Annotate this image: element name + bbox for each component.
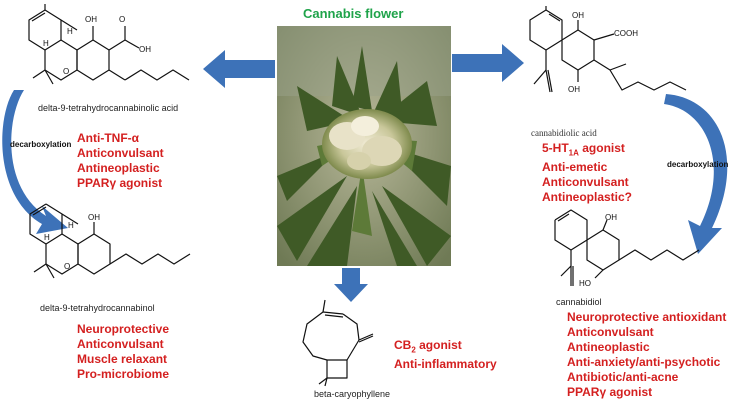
thc-effects: Neuroprotective Anticonvulsant Muscle re… <box>77 322 169 382</box>
decarboxylation-label-left: decarboxylation <box>10 140 72 149</box>
thc-structure: OH O H H <box>29 203 191 279</box>
thc-ring-o-label: O <box>64 262 70 271</box>
thca-h2-label: H <box>67 27 73 36</box>
cbda-structure: OH COOH OH <box>529 6 687 94</box>
cbda-name: cannabidiolic acid <box>531 128 597 138</box>
cbd-effects: Neuroprotective antioxidant Anticonvulsa… <box>567 310 726 400</box>
cbda-oh-label: OH <box>572 11 584 20</box>
curved-arrow-left-icon <box>2 90 69 234</box>
cbda-effect-1: 5-HT1A agonist <box>542 141 625 158</box>
cbda-cooh-label: COOH <box>614 29 638 38</box>
cbd-effect-3: Antineoplastic <box>567 340 650 354</box>
cbd-effect-6: PPARγ agonist <box>567 385 653 399</box>
curved-arrow-right-icon <box>664 94 728 254</box>
thca-name: delta-9-tetrahydrocannabinolic acid <box>38 103 179 113</box>
decarboxylation-label-right: decarboxylation <box>667 160 729 169</box>
cbd-oh-label: OH <box>605 213 617 222</box>
bcp-structure <box>302 299 374 387</box>
thca-effect-3: Antineoplastic <box>77 161 160 175</box>
thc-oh-label: OH <box>88 213 100 222</box>
bcp-effect-1: CB2 agonist <box>394 338 462 355</box>
cbd-name: cannabidiol <box>556 297 602 307</box>
cbda-effects: 5-HT1A agonist Anti-emetic Anticonvulsan… <box>542 141 632 205</box>
bcp-name: beta-caryophyllene <box>314 389 391 399</box>
cannabis-flower-photo <box>277 26 451 266</box>
page-title: Cannabis flower <box>303 6 404 21</box>
cbda-effect-4: Antineoplastic? <box>542 190 633 205</box>
thc-h-label: H <box>44 233 50 242</box>
thc-h2-label: H <box>68 221 74 230</box>
thca-h-label: H <box>43 39 49 48</box>
cbda-effect-3: Anticonvulsant <box>542 175 629 190</box>
bcp-effect-2: Anti-inflammatory <box>394 357 497 372</box>
thca-structure: OH O OH O H H <box>28 4 190 85</box>
thca-effect-1: Anti-TNF-α <box>77 131 140 145</box>
thc-effect-1: Neuroprotective <box>77 322 170 336</box>
arrow-right-icon <box>452 44 524 82</box>
cbd-effect-2: Anticonvulsant <box>567 325 654 339</box>
thc-effect-4: Pro-microbiome <box>77 367 170 381</box>
cbda-oh2-label: OH <box>568 85 580 94</box>
bcp-effects: CB2 agonist Anti-inflammatory <box>394 338 497 372</box>
thca-oh-label: OH <box>85 15 97 24</box>
cbd-effect-4: Anti-anxiety/anti-psychotic <box>567 355 721 369</box>
cbd-structure: OH HO <box>554 209 700 288</box>
arrow-left-icon <box>203 50 275 88</box>
thca-oh2-label: OH <box>139 45 151 54</box>
cbd-ho-label: HO <box>579 279 591 288</box>
thca-ring-o-label: O <box>63 67 69 76</box>
cbd-effect-5: Antibiotic/anti-acne <box>567 370 679 384</box>
arrow-down-icon <box>334 268 368 302</box>
cbda-effect-2: Anti-emetic <box>542 160 608 175</box>
thc-effect-3: Muscle relaxant <box>77 352 168 366</box>
thca-effect-2: Anticonvulsant <box>77 146 164 160</box>
thca-effects: Anti-TNF-α Anticonvulsant Antineoplastic… <box>77 131 164 191</box>
thc-name: delta-9-tetrahydrocannabinol <box>40 303 155 313</box>
thca-effect-4: PPARγ agonist <box>77 176 163 190</box>
thca-o-label: O <box>119 15 125 24</box>
cbd-effect-1: Neuroprotective antioxidant <box>567 310 727 324</box>
thc-effect-2: Anticonvulsant <box>77 337 164 351</box>
